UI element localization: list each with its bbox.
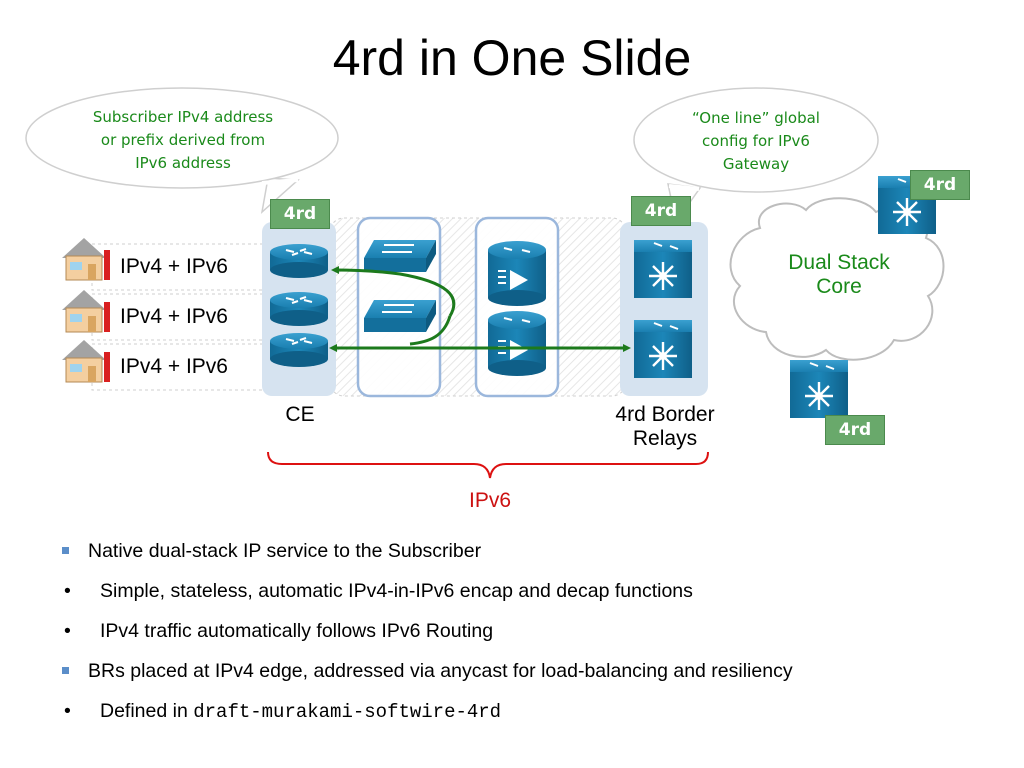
border-relay-icon <box>634 240 692 298</box>
tunnel-arrow-curve <box>409 315 452 346</box>
callout-line: or prefix derived from <box>100 131 266 149</box>
draft-name-code: draft-murakami-softwire-4rd <box>193 701 502 723</box>
bullet-text: Defined in draft-murakami-softwire-4rd <box>100 697 501 726</box>
callout-line: “One line” global <box>692 109 820 127</box>
host-label: IPv4 + IPv6 <box>120 255 228 278</box>
core-switch-icon <box>790 360 848 418</box>
square-bullet-icon <box>62 547 69 554</box>
br-label-line: 4rd Border <box>615 403 715 426</box>
tunnel-arrow-upper <box>331 266 456 317</box>
badge-4rd-ce: 4rd <box>270 199 330 229</box>
square-bullet-icon <box>62 667 69 674</box>
callout-line: IPv6 address <box>135 154 231 172</box>
host-label: IPv4 + IPv6 <box>120 305 228 328</box>
callout-line: Subscriber IPv4 address <box>92 108 274 126</box>
callout-line: config for IPv6 <box>702 132 810 150</box>
core-label-line: Core <box>816 275 862 298</box>
badge-4rd-core-top: 4rd <box>910 170 970 200</box>
bullet-item: • Defined in draft-murakami-softwire-4rd <box>62 697 1002 737</box>
house-icon <box>62 238 110 281</box>
bullet-item: BRs placed at IPv4 edge, addressed via a… <box>62 657 1002 697</box>
core-label-line: Dual Stack <box>788 251 890 274</box>
badge-4rd-core-bottom: 4rd <box>825 415 885 445</box>
bullet-text: IPv4 traffic automatically follows IPv6 … <box>100 620 494 642</box>
appliance-icon <box>488 241 546 306</box>
bullet-text: Simple, stateless, automatic IPv4-in-IPv… <box>100 580 693 602</box>
bullet-item: Native dual-stack IP service to the Subs… <box>62 537 1002 577</box>
ipv6-brace <box>267 451 709 479</box>
host-label: IPv4 + IPv6 <box>120 355 228 378</box>
ce-router-icon <box>270 292 328 326</box>
dot-bullet-icon: • <box>64 700 71 722</box>
core-label: Dual Stack Core <box>764 251 914 299</box>
dot-bullet-icon: • <box>64 620 71 642</box>
switch-icon <box>364 300 436 332</box>
bullet-text: Native dual-stack IP service to the Subs… <box>88 540 482 562</box>
ce-router-icon <box>270 333 328 367</box>
appliance-icon <box>488 311 546 376</box>
bullet-text: BRs placed at IPv4 edge, addressed via a… <box>88 660 793 682</box>
br-label-line: Relays <box>632 427 698 450</box>
slide-title: 4rd in One Slide <box>332 30 692 86</box>
callout-line: Gateway <box>722 155 790 173</box>
bullet-list: Native dual-stack IP service to the Subs… <box>62 537 1002 737</box>
callout-left-text: Subscriber IPv4 address or prefix derive… <box>60 106 306 175</box>
bullet-text-prefix: Defined in <box>100 700 194 722</box>
ce-label: CE <box>285 403 315 426</box>
badge-4rd-br: 4rd <box>631 196 691 226</box>
house-icon <box>62 340 110 383</box>
br-label: 4rd Border Relays <box>590 403 740 451</box>
bullet-item: • Simple, stateless, automatic IPv4-in-I… <box>62 577 1002 617</box>
ipv6-label: IPv6 <box>468 489 512 512</box>
house-icon <box>62 290 110 333</box>
border-relay-icon <box>634 320 692 378</box>
core-cloud <box>729 197 945 361</box>
bullet-item: • IPv4 traffic automatically follows IPv… <box>62 617 1002 657</box>
dot-bullet-icon: • <box>64 580 71 602</box>
ce-router-icon <box>270 244 328 278</box>
callout-right-text: “One line” global config for IPv6 Gatewa… <box>652 107 860 176</box>
switch-icon <box>364 240 436 272</box>
